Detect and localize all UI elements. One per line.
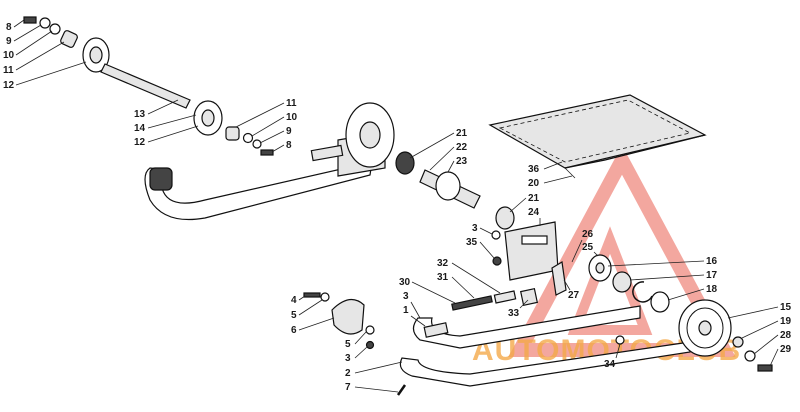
label-26: 26 [582,229,594,240]
end-block-6 [331,299,365,335]
washer-9-mid [252,139,262,149]
label-21-upper: 21 [456,128,468,139]
label-9-mid: 9 [286,126,292,137]
label-24: 24 [528,207,540,218]
label-13: 13 [134,109,146,120]
upper-slide-rail [144,102,395,221]
upper-axle-assembly [23,16,274,156]
bolt-4 [303,292,321,298]
lower-bolt-assembly [451,261,567,311]
label-15: 15 [780,302,792,313]
label-7: 7 [345,382,351,393]
label-25: 25 [582,242,594,253]
label-5-lower: 5 [345,339,351,350]
label-32: 32 [437,258,449,269]
label-18: 18 [706,284,718,295]
washer-5-lower [365,325,375,335]
bearing-16 [612,271,632,293]
bracket-24 [504,221,559,281]
label-11-mid: 11 [286,98,297,109]
spacer-31 [493,290,517,304]
circlip-17 [632,281,653,303]
label-19: 19 [780,316,792,327]
center-shaft-assembly [395,151,515,230]
label-9-top: 9 [6,36,12,47]
label-6: 6 [291,325,297,336]
axle-stub [310,144,344,162]
label-14: 14 [134,123,146,134]
label-28: 28 [780,330,792,341]
shaft-13 [100,63,191,109]
callout-labels: 8 9 10 11 12 13 14 12 11 10 9 8 21 22 23 [3,19,792,393]
label-3-rail: 3 [403,291,409,302]
label-12-top: 12 [3,80,15,91]
label-30: 30 [399,277,411,288]
spacer-11-top [60,30,78,48]
rear-wheel-assembly [678,299,773,372]
label-4: 4 [291,295,297,306]
label-8-mid: 8 [286,140,292,151]
label-3-left: 3 [345,353,351,364]
label-8-top: 8 [6,22,12,33]
bushing-21-upper [395,151,415,175]
label-10-top: 10 [3,50,15,61]
washer-3-bracket [491,230,501,240]
label-29: 29 [780,344,792,355]
label-34: 34 [604,359,616,370]
bearing-19 [732,336,744,348]
bolt-29 [757,364,773,372]
washer-5-upper [320,292,330,302]
label-11-top: 11 [3,65,14,76]
bushing-33 [519,287,539,307]
rear-bracket-assembly [491,221,670,313]
label-3-bracket: 3 [472,223,478,234]
label-16: 16 [706,256,718,267]
label-2: 2 [345,368,351,379]
washer-28 [744,350,756,362]
label-22: 22 [456,142,468,153]
washer-10-top [49,23,61,35]
washer-34 [615,335,625,345]
label-20: 20 [528,178,540,189]
label-21-lower: 21 [528,193,540,204]
label-10-mid: 10 [286,112,298,123]
label-17: 17 [706,270,718,281]
bolt-30 [451,295,493,311]
screw-7 [396,384,407,396]
label-23: 23 [456,156,468,167]
plate-27 [551,261,567,296]
bolt-8-top [23,16,37,24]
washer-10-mid [242,132,254,144]
label-31: 31 [437,272,449,283]
label-5-upper: 5 [291,310,297,321]
bearing-18 [650,291,670,313]
nut-35 [492,256,502,266]
bolt-8-mid [260,149,274,156]
spacer-11-mid [225,126,240,141]
washer-9-top [39,17,51,29]
label-1: 1 [403,305,409,316]
roller-23 [435,171,461,201]
label-35: 35 [466,237,478,248]
label-36: 36 [528,164,540,175]
rail-end-block [149,167,173,191]
left-hardware [303,292,375,350]
track-36 [488,94,707,169]
label-27: 27 [568,290,580,301]
label-12-mid: 12 [134,137,146,148]
label-33: 33 [508,308,520,319]
nut-3-left [365,340,375,350]
track-belt [488,94,707,179]
bushing-21-lower [495,206,515,230]
